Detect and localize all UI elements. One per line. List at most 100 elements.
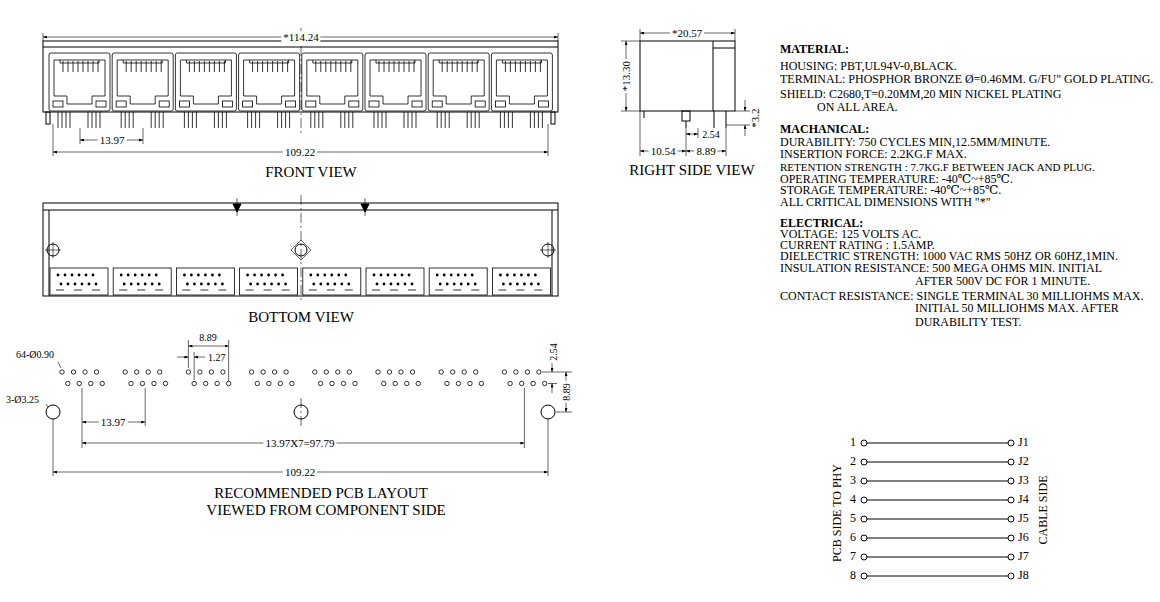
bottom-view-part — [365, 198, 366, 216]
pin-map-part — [867, 462, 1008, 463]
pin-number: 7 — [850, 550, 856, 563]
dimension-text: 109.22 — [283, 466, 317, 478]
pin-number: 3 — [850, 474, 856, 487]
pin-map-part — [1008, 535, 1014, 541]
dimension-text: 13.97 — [98, 134, 127, 146]
right-side-view-part-part — [745, 125, 746, 136]
dimension-text: 3-Ø3.25 — [6, 394, 39, 405]
right-side-view-part — [726, 111, 727, 128]
pin-map-part — [867, 443, 1008, 444]
right-side-view-part — [621, 29, 750, 156]
pcb-layout-part-part — [194, 357, 205, 358]
spec-note: ON ALL AREA. — [817, 101, 898, 114]
front-view-part — [49, 53, 110, 128]
pcb-layout-part — [313, 370, 358, 386]
pcb-layout-part — [249, 370, 294, 386]
front-view-part — [43, 33, 558, 156]
pcb-layout-part-part — [548, 383, 557, 384]
pin-map-part — [1008, 516, 1014, 522]
front-view-part — [491, 53, 552, 128]
pin-map-part — [861, 554, 867, 560]
pcb-layout-part-part — [145, 388, 146, 426]
pcb-layout-part-part — [194, 352, 195, 380]
pcb-layout-part — [123, 370, 168, 386]
pcb-layout-part-part — [188, 340, 189, 368]
bottom-view — [43, 195, 558, 302]
bottom-view-part — [429, 268, 487, 295]
pcb-layout-part — [46, 340, 572, 476]
spec-note: INITIAL 50 MILLIOHMS MAX. AFTER — [915, 302, 1119, 315]
pin-map-part — [1008, 554, 1014, 560]
pcb-layout-part — [46, 405, 60, 419]
pin-map-part — [1008, 497, 1014, 503]
pin-map-part — [1008, 478, 1014, 484]
pcb-layout-part-part — [177, 357, 188, 358]
pin-map-part — [1008, 573, 1014, 579]
pin-map-part — [867, 557, 1008, 558]
pin-map-part — [861, 478, 867, 484]
right-side-view-part — [713, 41, 714, 111]
dimension-text: 1.27 — [208, 352, 226, 363]
dimension-text: 13.97 — [99, 416, 128, 428]
front-view-part-part — [548, 124, 549, 156]
pcb-layout-part-part — [548, 419, 549, 476]
pcb-layout-part-part — [82, 388, 83, 448]
pin-number: 4 — [850, 493, 856, 506]
pin-map-part — [867, 576, 1008, 577]
bottom-view-part — [552, 210, 553, 296]
spec-note: DURABILITY TEST. — [915, 316, 1021, 329]
right-side-view-part-part — [745, 100, 746, 111]
front-view-part-part — [53, 124, 54, 156]
pin-number: 5 — [850, 512, 856, 525]
pin-map-part — [867, 481, 1008, 482]
pin-map-part — [867, 538, 1008, 539]
dimension-text: 2.54 — [702, 129, 720, 140]
right-side-view-part-part — [726, 125, 750, 126]
pin-map — [861, 440, 1014, 579]
side-label: PCB SIDE TO PHY — [831, 464, 844, 562]
right-side-view-part — [682, 111, 690, 121]
dimension-text: *13.30 — [620, 59, 632, 93]
spec-note: HOUSING: PBT,UL94V-0,BLACK. — [780, 60, 957, 73]
view-title: RIGHT SIDE VIEW — [629, 162, 754, 179]
dimension-text: 2.54 — [548, 343, 559, 361]
dimension-text: *20.57 — [670, 27, 704, 39]
pcb-layout-part — [301, 398, 302, 426]
pin-map-part — [861, 573, 867, 579]
right-side-view-part-part — [698, 128, 699, 138]
front-view-part — [175, 53, 236, 128]
front-view-part — [46, 112, 50, 124]
right-side-view-part — [714, 111, 715, 128]
pcb-layout-part-part — [542, 372, 572, 373]
pcb-layout-part — [541, 405, 555, 419]
jack-pin-label: J4 — [1018, 493, 1029, 506]
dimension-text: 8.89 — [561, 381, 572, 403]
spec-note: INSULATION RESISTANCE: 500 MEGA OHMS MIN… — [780, 262, 1102, 275]
pcb-layout-part — [439, 370, 484, 386]
right-side-view-part-part — [735, 111, 750, 112]
pcb-layout-part — [502, 370, 547, 386]
pin-number: 8 — [850, 569, 856, 582]
spec-note: MACHANICAL: — [780, 123, 869, 136]
pin-map-part — [861, 497, 867, 503]
bottom-view-part — [113, 268, 171, 295]
right-side-view-part-part — [686, 134, 698, 135]
bottom-view-part — [366, 268, 424, 295]
dimension-text: 8.89 — [694, 145, 717, 157]
front-view-part — [43, 47, 558, 48]
spec-note: RETENTION STRENGTH : 7.7KG.F BETWEEN JAC… — [780, 161, 1095, 173]
pcb-layout-part — [186, 370, 231, 386]
right-side-view-part-part — [735, 29, 736, 41]
front-view-part — [365, 53, 426, 128]
front-view — [43, 28, 558, 156]
spec-note: SHIELD: C2680,T=0.20MM,20 MIN NICKEL PLA… — [780, 88, 1061, 101]
right-side-view-part-part — [640, 111, 641, 156]
pcb-layout-part-part — [524, 388, 525, 448]
view-title: RECOMMENDED PCB LAYOUT — [214, 485, 428, 502]
side-label: CABLE SIDE — [1037, 476, 1050, 545]
front-view-part — [428, 53, 489, 128]
right-side-view — [621, 29, 750, 156]
view-title: FRONT VIEW — [265, 164, 357, 181]
pin-map-part — [867, 519, 1008, 520]
spec-note: MATERIAL: — [780, 43, 849, 56]
